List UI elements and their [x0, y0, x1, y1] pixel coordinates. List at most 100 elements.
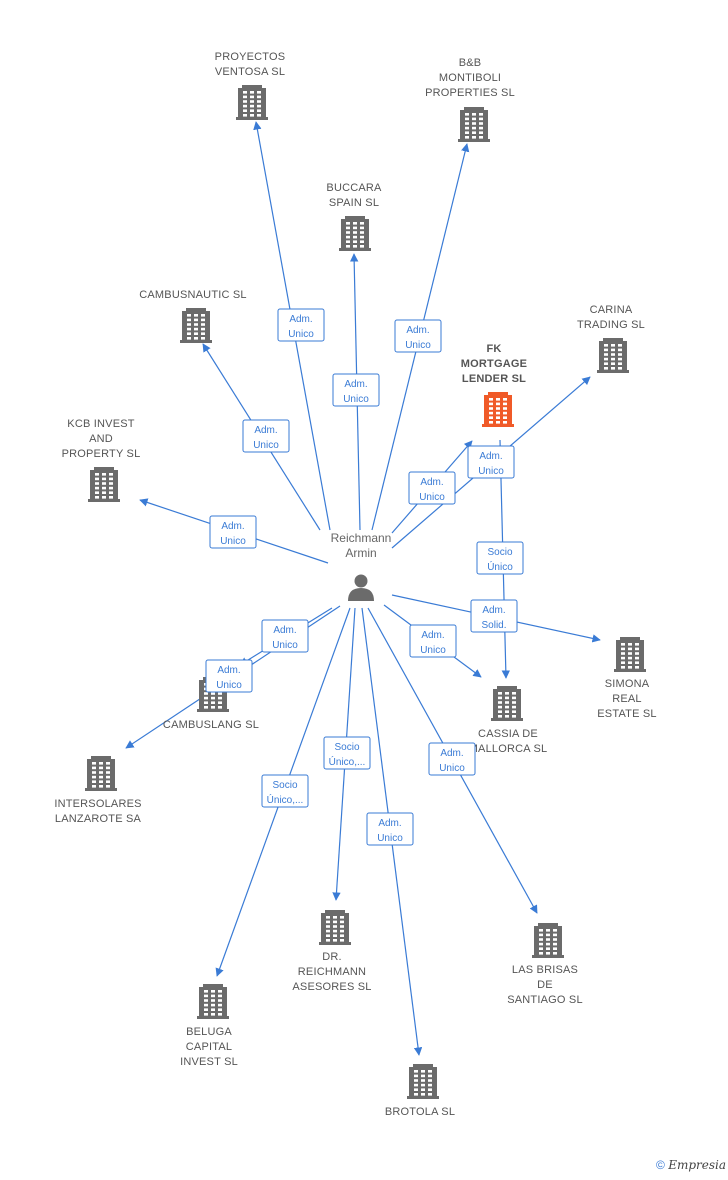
building-icon	[407, 1064, 439, 1099]
company-node-cassia[interactable]: CASSIA DE MALLORCA SL	[469, 686, 548, 755]
edge-labels-layer: Adm.UnicoAdm.UnicoAdm.UnicoAdm.UnicoAdm.…	[205, 308, 524, 846]
edge-label-buccara[interactable]: Adm. Unico	[332, 373, 380, 407]
company-node-dr[interactable]: DR. REICHMANN ASESORES SL	[292, 910, 371, 993]
company-name: MALLORCA SL	[469, 743, 548, 755]
company-name: SPAIN SL	[329, 197, 379, 209]
edge-label-text: Unico	[420, 645, 446, 656]
edge-label-dr[interactable]: SocioÚnico,...	[323, 736, 371, 770]
edge-label-text: Socio	[334, 742, 359, 753]
edge-label-box	[332, 373, 380, 407]
company-node-brotola[interactable]: BROTOLA SL	[385, 1064, 455, 1118]
edge-label-cambuslang[interactable]: Adm.Unico	[261, 619, 309, 653]
building-icon	[236, 85, 268, 120]
company-name: KCB INVEST	[67, 418, 134, 430]
edge-label-text: Adm.	[406, 325, 429, 336]
edge-label-text: Adm.	[440, 748, 463, 759]
edge-label-text: Único,...	[329, 755, 366, 768]
edge-label-text: Único	[487, 560, 513, 573]
edge-label-kcb[interactable]: Adm. Unico	[209, 515, 257, 549]
company-name: MORTGAGE	[461, 358, 527, 370]
edge-label-text: Unico	[439, 763, 465, 774]
building-icon	[197, 984, 229, 1019]
edge-label-carina[interactable]: Adm. Unico	[467, 445, 515, 479]
company-name: LENDER SL	[462, 373, 526, 385]
building-icon	[180, 308, 212, 343]
edge-label-beluga[interactable]: SocioÚnico,...	[261, 774, 309, 808]
company-name: INTERSOLARES	[54, 798, 141, 810]
edge-label-box	[209, 515, 257, 549]
edge-label-fk[interactable]: Adm.Unico	[408, 471, 456, 505]
company-name: CASSIA DE	[478, 728, 538, 740]
edge-label-text: Adm.	[289, 314, 312, 325]
edge-label-text: Adm.	[221, 521, 244, 532]
edge-label-text: Unico	[478, 466, 504, 477]
company-name: DE	[537, 979, 553, 991]
edge-label-box	[261, 619, 309, 653]
edge-label-proyectos[interactable]: Adm.Unico	[277, 308, 325, 342]
edge-label-lasbrisas[interactable]: Adm. Unico	[428, 742, 476, 776]
company-name: SIMONA	[605, 678, 650, 690]
edge-label-text: Unico	[216, 680, 242, 691]
company-node-buccara[interactable]: BUCCARA SPAIN SL	[326, 182, 382, 251]
edge-label-box	[476, 541, 524, 575]
edge-label-text: Adm.	[482, 605, 505, 616]
edge-label-intersolares[interactable]: Adm.Unico	[205, 659, 253, 693]
person-icon	[348, 574, 374, 601]
edge-label-brotola[interactable]: Adm.Unico	[366, 812, 414, 846]
company-name: DR.	[322, 951, 342, 963]
edge-label-box	[205, 659, 253, 693]
company-name: INVEST SL	[180, 1056, 238, 1068]
building-icon	[482, 392, 514, 427]
edge-label-text: Adm.	[479, 451, 502, 462]
company-node-cambusnautic[interactable]: CAMBUSNAUTIC SL	[139, 289, 247, 343]
company-name: FK	[486, 343, 501, 355]
building-icon	[85, 756, 117, 791]
edge-label-simona[interactable]: Adm.Solid.	[470, 599, 518, 633]
edge-label-text: Socio	[487, 547, 512, 558]
company-name: REAL	[612, 693, 642, 705]
edge-label-cambusnautic[interactable]: Adm.Unico	[242, 419, 290, 453]
edge-label-text: Adm.	[378, 818, 401, 829]
company-name: BELUGA	[186, 1026, 232, 1038]
edge-label-box	[470, 599, 518, 633]
company-name: BROTOLA SL	[385, 1106, 455, 1118]
company-name: ASESORES SL	[292, 981, 371, 993]
footer-brand[interactable]: © Empresia	[656, 1158, 726, 1172]
building-icon	[319, 910, 351, 945]
edge-label-box	[277, 308, 325, 342]
edge-label-text: Unico	[272, 640, 298, 651]
edge-label-text: Adm.	[420, 477, 443, 488]
edge-label-box	[242, 419, 290, 453]
company-name: REICHMANN	[298, 966, 366, 978]
edge-label-box	[323, 736, 371, 770]
edge-label-text: Unico	[343, 394, 369, 405]
company-node-fk[interactable]: FK MORTGAGE LENDER SL	[461, 343, 527, 427]
edge-label-box	[408, 471, 456, 505]
company-name: BUCCARA	[326, 182, 382, 194]
edge-label-text: Adm.	[344, 379, 367, 390]
edge-label-text: Único,...	[267, 793, 304, 806]
edge-label-text: Unico	[220, 536, 246, 547]
company-name: MONTIBOLI	[439, 72, 501, 84]
edge-label-bb[interactable]: Adm.Unico	[394, 319, 442, 353]
company-name: PROPERTIES SL	[425, 87, 515, 99]
building-icon	[458, 107, 490, 142]
company-name: PROYECTOS	[215, 51, 286, 63]
edge-label-cassia[interactable]: Adm.Unico	[409, 624, 457, 658]
company-name: B&B	[459, 57, 482, 69]
company-node-bb[interactable]: B&B MONTIBOLI PROPERTIES SL	[425, 57, 515, 142]
edge-label-box	[409, 624, 457, 658]
brand-name: Empresia	[668, 1158, 726, 1172]
building-icon	[597, 338, 629, 373]
